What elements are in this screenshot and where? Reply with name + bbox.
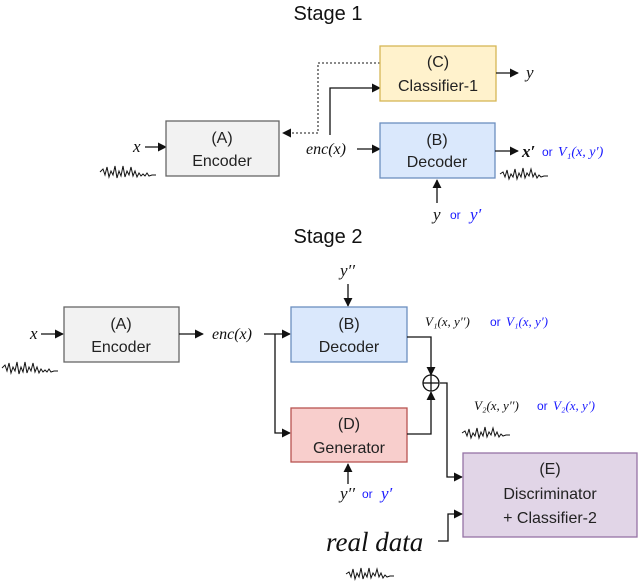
stage1-encoder-label: Encoder xyxy=(192,153,252,170)
stage2-enc-label: enc(x) xyxy=(212,326,252,343)
stage1-dotted-feedback xyxy=(282,62,380,138)
stage1-encoder-box: (A) Encoder xyxy=(165,120,280,177)
stage2-decoder-out-alt: V₁(x, y′) xyxy=(506,314,548,329)
stage2-discriminator-line2: + Classifier-2 xyxy=(503,510,597,527)
stage1-decoder-out-or: or xyxy=(542,145,553,159)
stage2-realdata-waveform xyxy=(345,567,394,581)
stage2-generator-id: (D) xyxy=(338,416,360,433)
stage1-decoder-out-main: x′ xyxy=(521,142,535,161)
stage2-decoder-cond: y′′ xyxy=(338,261,355,280)
stage2-arrow-realdata-discriminator xyxy=(438,509,463,542)
stage2-encoder-label: Encoder xyxy=(91,339,151,356)
stage1-arrow-enc-classifier xyxy=(329,83,381,135)
stage2-generator-cond-or: or xyxy=(362,487,373,501)
stage1-decoder-box: (B) Decoder xyxy=(379,122,496,179)
stage2-input-waveform xyxy=(1,361,58,375)
stage2-generator-label: Generator xyxy=(313,440,386,457)
stage2-discriminator-box: (E) Discriminator + Classifier-2 xyxy=(462,452,638,538)
stage2-input-x: x xyxy=(29,324,38,343)
stage2-arrow-sum-discriminator xyxy=(440,382,463,482)
stage1-classifier-box: (C) Classifier-1 xyxy=(379,45,497,102)
stage1-enc-label: enc(x) xyxy=(306,141,346,158)
stage1-classifier-out: y xyxy=(524,63,534,82)
stage1-decoder-cond-alt: y′ xyxy=(468,205,482,224)
stage1-encoder-id: (A) xyxy=(211,130,232,147)
stage2-generator-cond-alt: y′ xyxy=(379,484,393,503)
stage1-classifier-label: Classifier-1 xyxy=(398,78,478,95)
stage2-decoder-box: (B) Decoder xyxy=(290,306,408,363)
stage1-input-waveform xyxy=(99,165,156,179)
stage1-decoder-cond-main: y xyxy=(431,205,441,224)
stage2-generator-box: (D) Generator xyxy=(290,407,408,463)
stage2-discriminator-id: (E) xyxy=(539,461,560,478)
stage2-arrow-enc-generator xyxy=(274,334,291,438)
stage1-decoder-cond-or: or xyxy=(450,208,461,222)
stage2-generator-cond-main: y′′ xyxy=(338,484,355,503)
stage1-input-x: x xyxy=(132,137,141,156)
stage2-sum-out-alt: V₂(x, y′) xyxy=(553,398,595,413)
stage2-arrow-generator-sum xyxy=(407,391,436,435)
stage1-classifier-id: (C) xyxy=(427,54,449,71)
stage1-decoder-id: (B) xyxy=(426,132,447,149)
stage2-sum-waveform xyxy=(461,426,510,440)
stage2-encoder-id: (A) xyxy=(110,316,131,333)
stage2-arrow-decoder-sum xyxy=(407,336,436,376)
stage2-sum-out-main: V₂(x, y′′) xyxy=(474,398,519,413)
stage2-decoder-id: (B) xyxy=(338,316,359,333)
stage1-decoder-label: Decoder xyxy=(407,154,468,171)
stage2-discriminator-line1: Discriminator xyxy=(503,486,597,503)
stage2-sum-node xyxy=(422,374,440,392)
stage2-title: Stage 2 xyxy=(294,226,363,248)
stage1-decoder-out-alt: V₁(x, y′) xyxy=(558,145,604,160)
stage2-encoder-box: (A) Encoder xyxy=(63,306,180,363)
stage2-decoder-out-or: or xyxy=(490,315,501,329)
stage2-decoder-label: Decoder xyxy=(319,339,380,356)
stage1-output-waveform xyxy=(499,167,548,181)
stage2-real-data-label: real data xyxy=(326,527,423,557)
stage2-sum-out-or: or xyxy=(537,399,548,413)
stage2-decoder-out-main: V₁(x, y′′) xyxy=(425,314,470,329)
stage1-title: Stage 1 xyxy=(294,3,363,25)
